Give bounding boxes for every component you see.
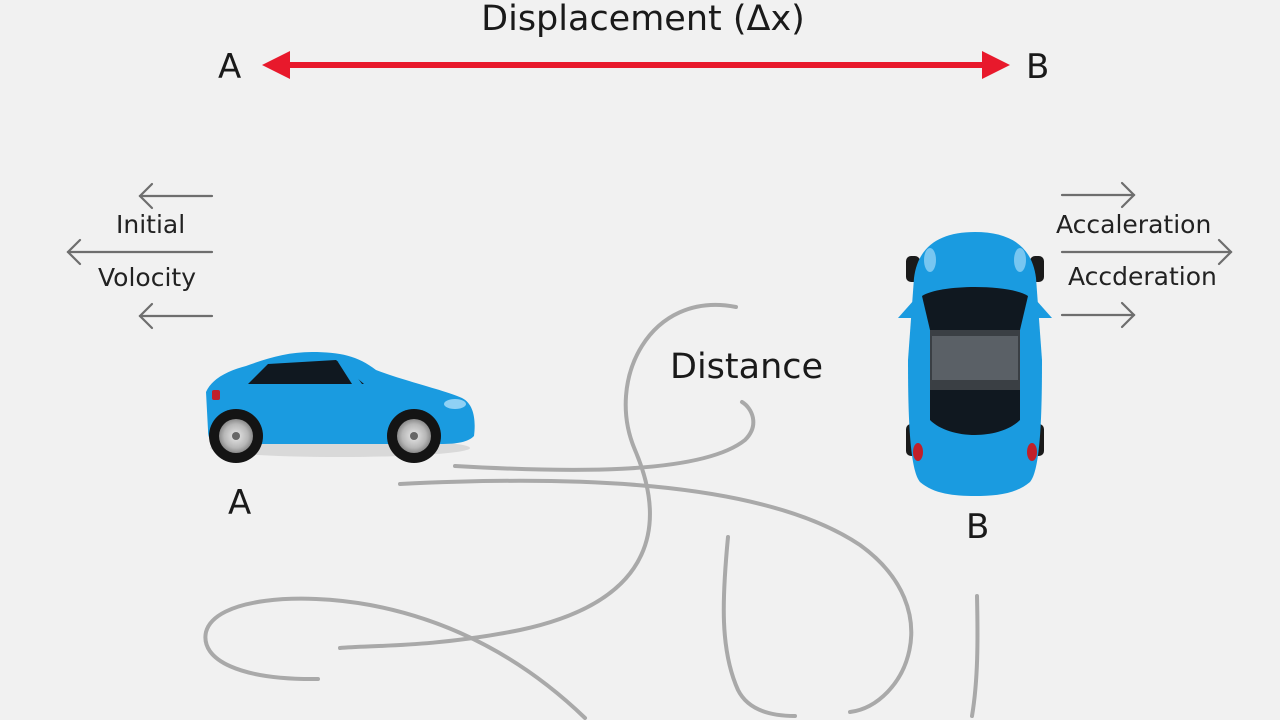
left-label-initial: Initial [116,210,186,239]
right-acceleration-arrows [1060,181,1233,329]
displacement-arrow [262,51,1010,79]
end-point-label: B [1026,47,1050,87]
car-a [206,352,475,463]
diagram-title: Displacement (Δx) [481,0,805,39]
car-b-label: B [966,507,990,547]
distance-paths [203,303,980,720]
start-point-label: A [218,47,242,87]
car-a-label: A [228,483,252,523]
right-label-accaleration: Accaleration [1056,210,1212,239]
car-b [898,232,1052,496]
left-label-volocity: Volocity [98,263,196,292]
right-label-accderation: Accderation [1068,262,1217,291]
left-velocity-arrows [66,182,214,330]
distance-label: Distance [670,347,824,387]
